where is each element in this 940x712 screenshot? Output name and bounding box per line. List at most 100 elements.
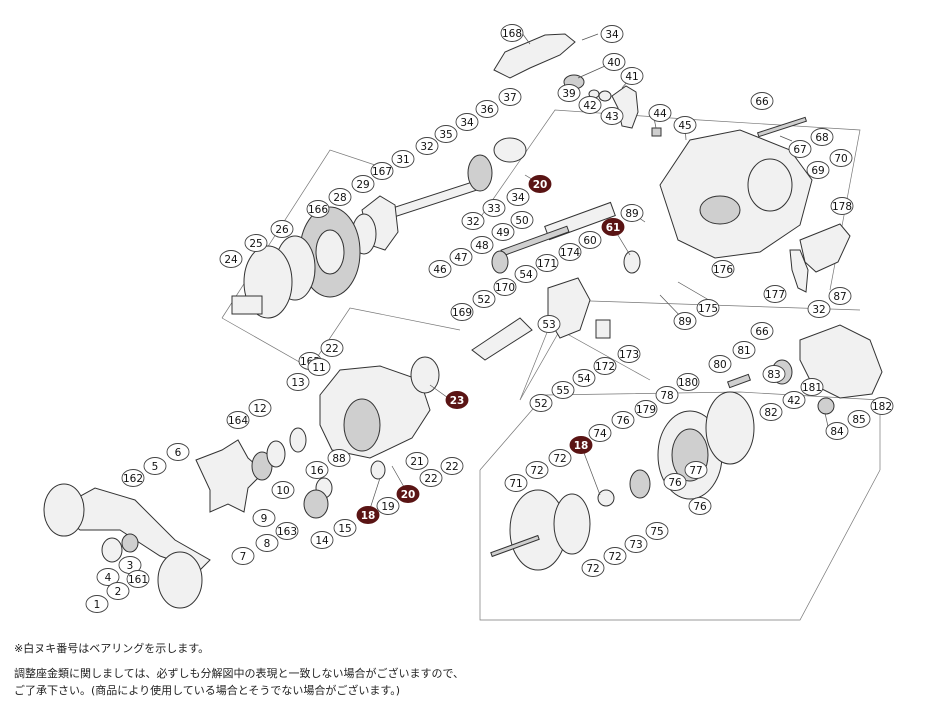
callout-label: 13 — [291, 377, 304, 389]
callout-badge — [248, 399, 272, 417]
callout-badge — [759, 403, 783, 421]
callout-badge — [327, 449, 351, 467]
callout-label: 47 — [454, 252, 467, 264]
callout-c55: 55 — [551, 381, 575, 399]
callout-c76c: 76 — [688, 497, 712, 515]
callout-label: 72 — [530, 465, 543, 477]
part-35-plate — [493, 137, 527, 163]
callout-c72a: 72 — [525, 461, 549, 479]
part-66-rod — [756, 116, 808, 138]
callout-c13: 13 — [286, 373, 310, 391]
callout-label: 52 — [477, 294, 490, 306]
callout-label: 23 — [450, 395, 465, 407]
callout-c60: 60 — [578, 231, 602, 249]
callout-badge — [275, 522, 299, 540]
callout-label: 45 — [678, 120, 691, 132]
callout-c87: 87 — [828, 287, 852, 305]
callout-badge — [528, 175, 552, 193]
callout-label: 52 — [534, 398, 547, 410]
callout-badge — [491, 223, 515, 241]
part-168-cover — [493, 33, 576, 79]
callout-badge — [440, 457, 464, 475]
callout-badge — [244, 234, 268, 252]
callout-badge — [226, 411, 250, 429]
callout-c161: 161 — [126, 570, 150, 588]
callout-badge — [603, 547, 627, 565]
callout-label: 20 — [401, 489, 416, 501]
callout-label: 175 — [698, 303, 718, 315]
callout-badge — [825, 422, 849, 440]
callout-c52a: 52 — [472, 290, 496, 308]
callout-c10: 10 — [271, 481, 295, 499]
part-178-clip — [799, 223, 851, 273]
callout-badge — [593, 357, 617, 375]
callout-c32c: 32 — [807, 300, 831, 318]
callout-label: 34 — [460, 117, 474, 129]
callout-badge — [252, 509, 276, 527]
callout-label: 42 — [583, 100, 596, 112]
callout-label: 32 — [420, 141, 433, 153]
callout-label: 1 — [94, 599, 101, 611]
callout-badge — [673, 116, 697, 134]
callout-label: 75 — [650, 526, 663, 538]
callout-label: 66 — [755, 96, 769, 108]
callout-badge — [732, 341, 756, 359]
callout-label: 68 — [815, 132, 828, 144]
callout-c7: 7 — [231, 547, 255, 565]
part-19-washer — [370, 460, 386, 480]
callout-c177: 177 — [763, 285, 787, 303]
callout-label: 82 — [764, 407, 777, 419]
callout-c69: 69 — [806, 161, 830, 179]
callout-label: 71 — [509, 478, 522, 490]
callout-badge — [537, 315, 561, 333]
callout-label: 50 — [515, 215, 528, 227]
callout-label: 55 — [556, 385, 569, 397]
callout-badge — [673, 312, 697, 330]
callout-label: 182 — [872, 401, 892, 413]
callout-c61: 61 — [601, 218, 625, 236]
callout-c46: 46 — [428, 260, 452, 278]
bearing-note: ※白ヌキ番号はベアリングを示します。 — [14, 642, 210, 655]
callout-label: 166 — [308, 204, 328, 216]
callout-label: 72 — [586, 563, 599, 575]
callout-label: 73 — [629, 539, 642, 551]
callout-c164: 164 — [226, 411, 250, 429]
callout-c22a: 22 — [320, 339, 344, 357]
callout-label: 37 — [503, 92, 516, 104]
callout-badge — [306, 200, 330, 218]
callout-badge — [271, 481, 295, 499]
callout-c174: 174 — [558, 243, 582, 261]
callout-c70: 70 — [829, 149, 853, 167]
callout-c166: 166 — [306, 200, 330, 218]
callout-badge — [455, 113, 479, 131]
part-176-frame-port — [699, 195, 741, 225]
callout-label: 77 — [689, 465, 702, 477]
callout-label: 179 — [636, 404, 656, 416]
callout-c72c: 72 — [603, 547, 627, 565]
part-166-main-gear-hub — [315, 229, 345, 275]
callout-c71: 71 — [504, 474, 528, 492]
callout-badge — [688, 497, 712, 515]
callout-label: 61 — [606, 222, 621, 234]
callout-c50: 50 — [510, 211, 534, 229]
part-77-washer — [597, 489, 615, 507]
callout-c22b: 22 — [440, 457, 464, 475]
callout-label: 18 — [361, 510, 376, 522]
part-6-star-drag — [195, 439, 265, 513]
part-85-knob — [817, 397, 835, 415]
callout-label: 72 — [553, 453, 566, 465]
callout-c20a: 20 — [528, 175, 552, 193]
callout-badge — [847, 410, 871, 428]
callout-label: 36 — [480, 104, 494, 116]
callout-label: 181 — [802, 382, 822, 394]
callout-label: 33 — [487, 203, 500, 215]
callout-badge — [620, 204, 644, 222]
callout-badge — [231, 547, 255, 565]
callout-badge — [500, 24, 524, 42]
callout-badge — [572, 369, 596, 387]
callout-label: 87 — [833, 291, 846, 303]
callout-label: 9 — [261, 513, 268, 525]
callout-label: 42 — [787, 395, 800, 407]
callout-badge — [121, 469, 145, 487]
